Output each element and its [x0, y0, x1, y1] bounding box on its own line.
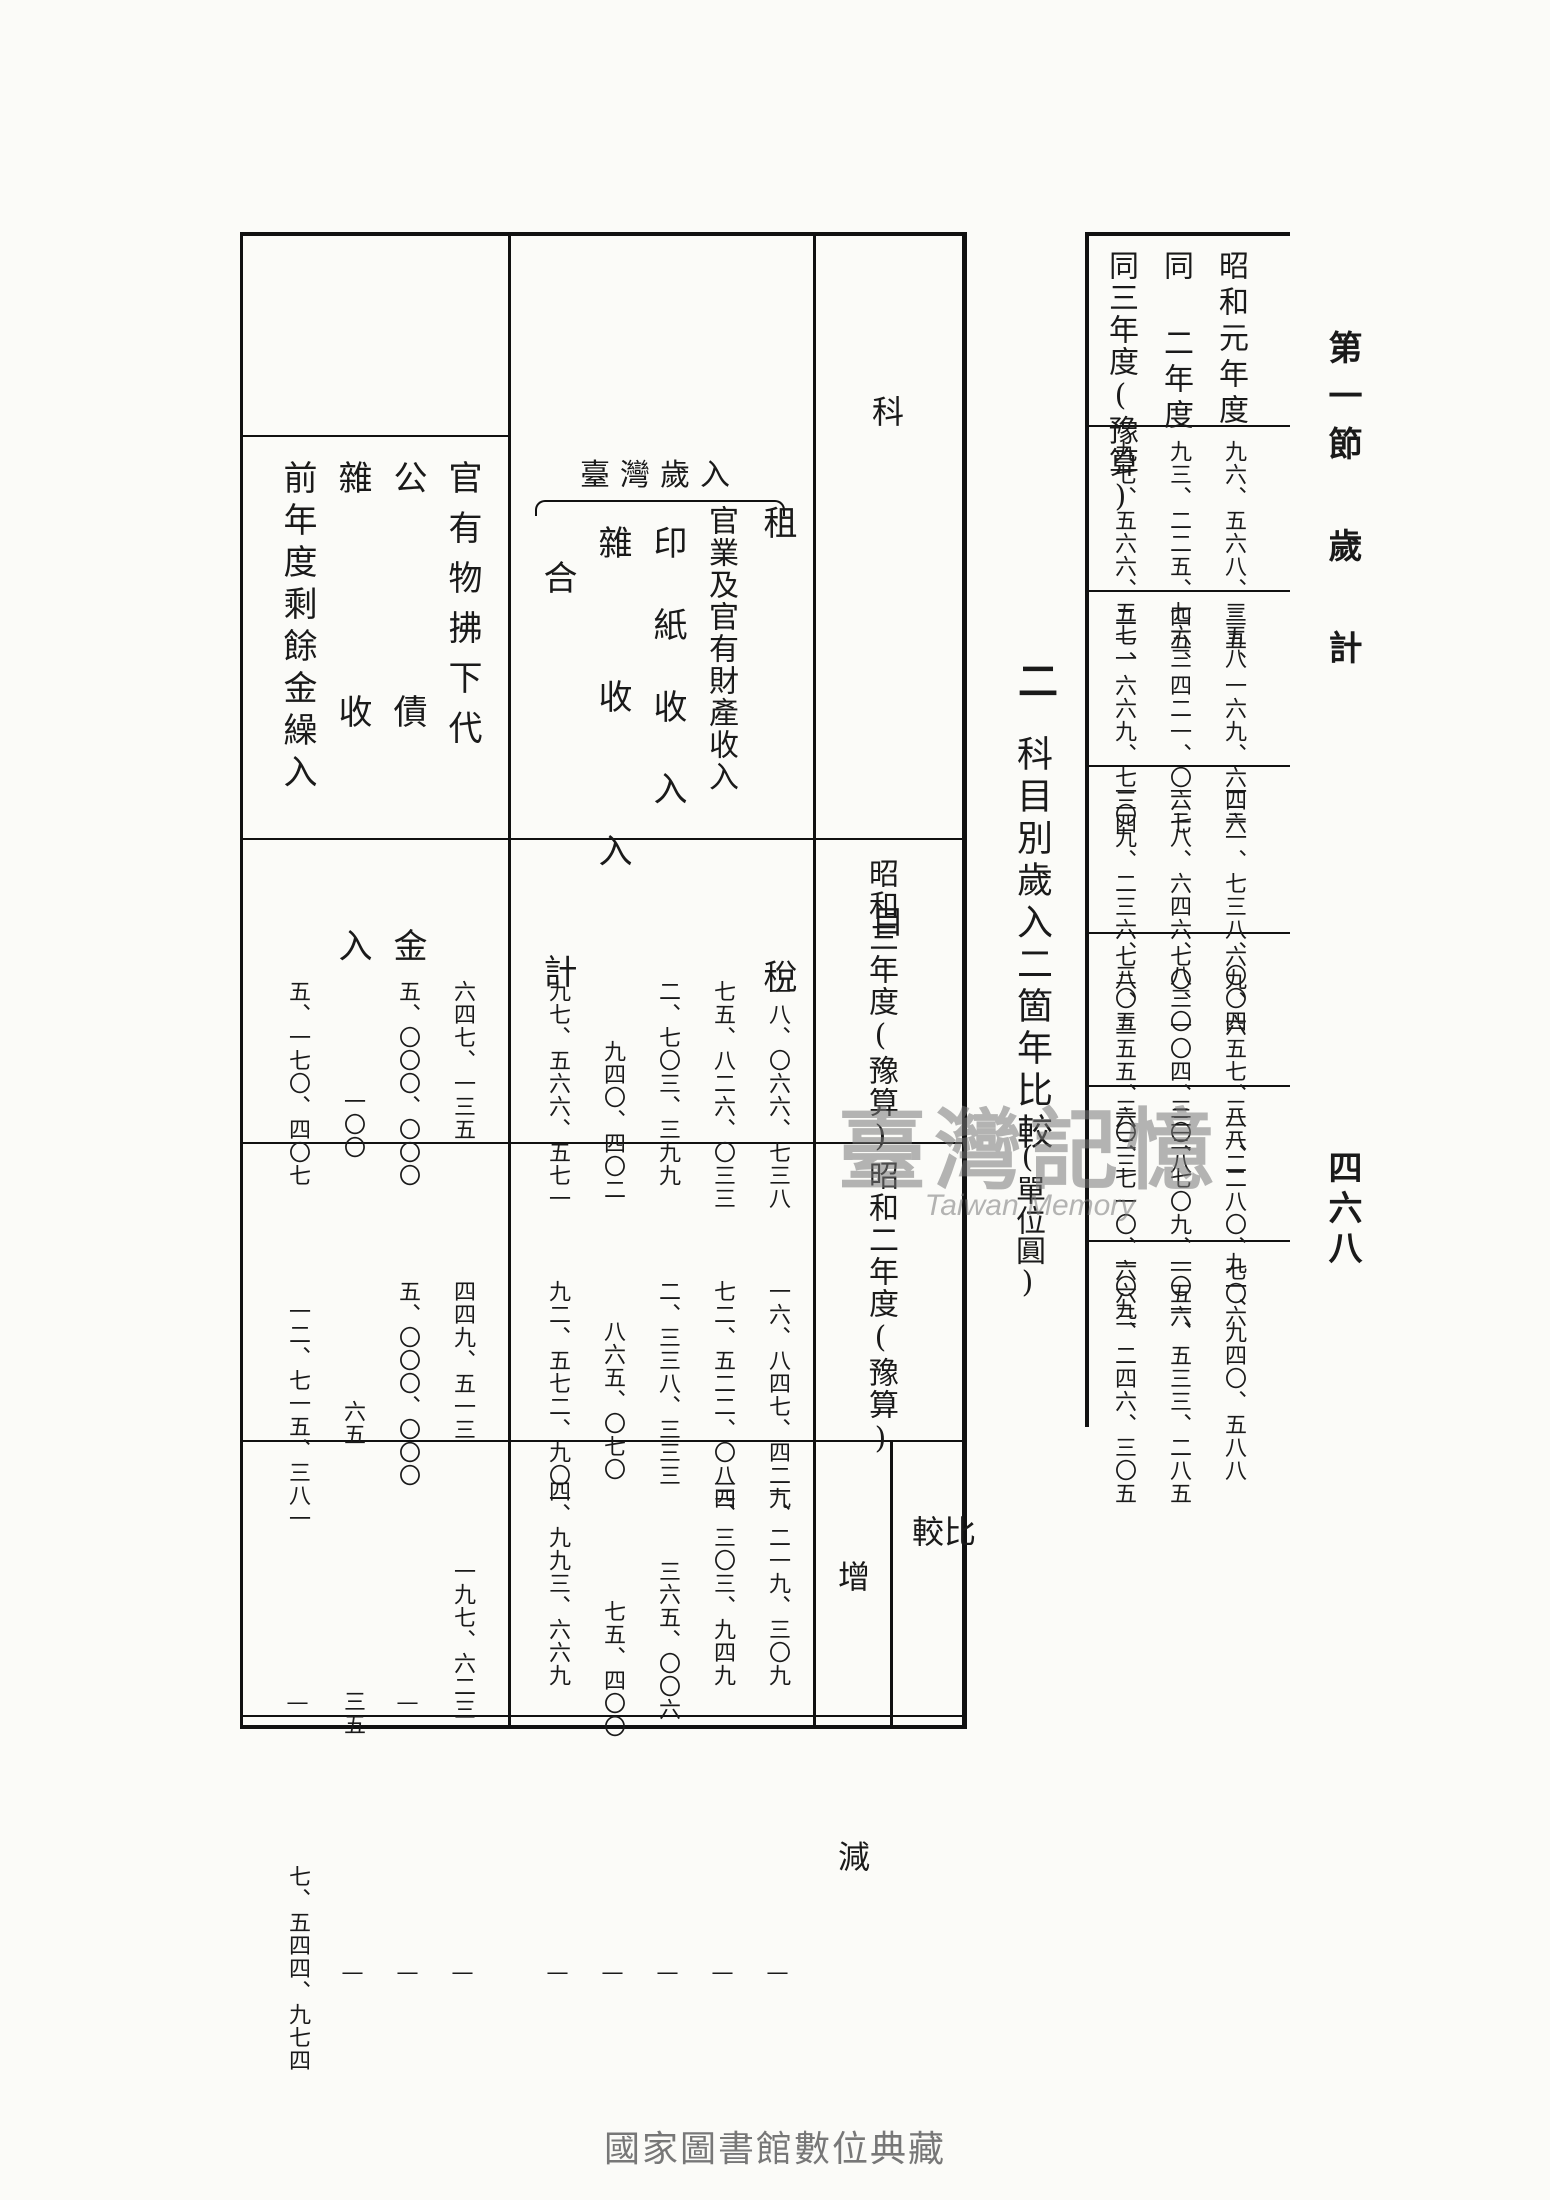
- group-label-text: 臺灣歲入: [580, 458, 740, 493]
- top-cell: 三五、一六九、六四六: [1221, 605, 1246, 835]
- watermark: 臺灣記憶 Taiwan Memory: [790, 1080, 1270, 1223]
- value-decrease: 七、五四四、九七四: [285, 1865, 310, 2072]
- top-cell: 九七、五六六、五七一: [1111, 440, 1136, 670]
- top-cell: 九六、五六八、三五八: [1221, 440, 1246, 670]
- value-showa2: 四四九、五一三: [450, 1280, 475, 1441]
- value-increase: —: [395, 1690, 420, 1716]
- value-decrease: —: [340, 1960, 365, 1986]
- section-title: 第一節 歲 計: [1322, 330, 1362, 678]
- table-unit: (單位圓): [1010, 1140, 1045, 1300]
- group-brace: [535, 500, 785, 516]
- value-increase: 七五、四〇〇: [600, 1600, 625, 1738]
- top-cell: 三三、二八〇、七〇六: [1221, 1098, 1246, 1328]
- value-showa3: 一〇〇: [340, 1090, 365, 1159]
- top-cell: 一三八、六四六、八三〇: [1166, 780, 1191, 1033]
- value-showa2: 九二、五七二、九〇一: [545, 1280, 570, 1510]
- value-decrease: —: [655, 1960, 680, 1986]
- value-showa2: 八六五、〇七〇: [600, 1320, 625, 1481]
- value-decrease: —: [765, 1960, 790, 1986]
- row-label: 公 債 金: [387, 460, 427, 1042]
- header-showa2: 昭和二年度(豫算): [863, 1160, 898, 1458]
- value-increase: 一、二一九、三〇九: [765, 1480, 790, 1687]
- value-decrease: —: [600, 1960, 625, 1986]
- top-cell: 一〇九、二三六、三〇五: [1111, 780, 1136, 1033]
- value-decrease: —: [545, 1960, 570, 1986]
- top-cell: 七八、三五五、六三三: [1111, 945, 1136, 1175]
- value-showa2: 二、三三八、三三三: [655, 1280, 680, 1487]
- value-increase: 三、三〇三、九四九: [710, 1480, 735, 1687]
- value-increase: 三五: [340, 1690, 365, 1736]
- table-title: 科目別歲入二箇年比較: [1011, 735, 1052, 1155]
- table-title-number: 二: [1011, 660, 1058, 700]
- value-showa2: 一六、八四七、四二九: [765, 1280, 790, 1510]
- value-showa2: 一二、七一五、三八一: [285, 1300, 310, 1530]
- value-increase: 一九七、六二三: [450, 1560, 475, 1721]
- top-cell: 九一、九四〇、五八八: [1221, 1252, 1246, 1482]
- top-cell: 二一、六六九、七三四: [1111, 605, 1136, 835]
- value-decrease: —: [710, 1960, 735, 1986]
- top-cell: 四五、四二一、〇六七: [1166, 605, 1191, 835]
- header-subject: 科 目: [867, 395, 905, 1157]
- top-cell: 一〇九、二四六、三〇五: [1111, 1252, 1136, 1505]
- header-compare: 比 較: [907, 1515, 977, 1937]
- value-decrease: —: [450, 1960, 475, 1986]
- value-showa3: 六四七、一三五: [450, 980, 475, 1141]
- top-cell: 一三一、七三八、〇〇四: [1221, 780, 1246, 1033]
- value-increase: 四、九九三、六六九: [545, 1480, 570, 1687]
- top-cell: 九三、二二五、七六三: [1166, 440, 1191, 670]
- row-label: 官業及官有財產收入: [703, 505, 738, 793]
- value-showa2: 七二、五二二、〇八四: [710, 1280, 735, 1510]
- value-showa3: 五、〇〇〇、〇〇〇: [395, 980, 420, 1187]
- value-increase: —: [285, 1690, 310, 1716]
- row-label: 雜 收 入: [332, 460, 372, 1042]
- value-showa2: 五、〇〇〇、〇〇〇: [395, 1280, 420, 1487]
- row-label: 雜 收 入: [592, 525, 632, 907]
- page-number: 四六八: [1322, 1150, 1362, 1270]
- value-increase: 三六五、〇〇六: [655, 1560, 680, 1721]
- row-label: 印 紙 收 入: [647, 525, 687, 809]
- top-row-label: 同三年度(豫算): [1103, 250, 1138, 516]
- watermark-chinese: 臺灣記憶: [837, 1098, 1222, 1202]
- top-cell: 三〇、七〇九、一五六: [1166, 1098, 1191, 1328]
- row-label: 合 計: [537, 560, 577, 1148]
- group-label: 臺灣歲入: [535, 450, 785, 516]
- top-cell: 三〇、七一〇、六六三: [1111, 1098, 1136, 1328]
- value-showa2: 六五: [340, 1400, 365, 1446]
- top-row-label: 昭和元年度: [1213, 250, 1248, 430]
- value-showa3: 九七、五六六、五七一: [545, 980, 570, 1210]
- value-showa3: 五、一七〇、四〇七: [285, 980, 310, 1187]
- header-increase: 增: [833, 1560, 871, 1598]
- header-showa3: 昭和三年度(豫算): [863, 858, 898, 1156]
- footer-archive-label: 國家圖書館數位典藏: [603, 2129, 946, 2170]
- value-showa3: 七五、八二六、〇三三: [710, 980, 735, 1210]
- watermark-english: Taiwan Memory: [924, 1189, 1136, 1222]
- value-decrease: —: [395, 1960, 420, 1986]
- row-label: 租 稅: [757, 505, 797, 1183]
- top-cell: 七〇、一〇四、三三八: [1166, 945, 1191, 1175]
- value-showa3: 九四〇、四〇二: [600, 1040, 625, 1201]
- row-label: 前年度剩餘金繰入: [277, 460, 317, 796]
- top-row-label: 同 二年度: [1158, 250, 1193, 435]
- row-label: 官有物拂下代: [442, 460, 482, 760]
- value-showa3: 一八、〇六六、七三八: [765, 980, 790, 1210]
- top-cell: 一〇一、五三三、二八五: [1166, 1252, 1191, 1505]
- header-decrease: 減: [833, 1840, 871, 1878]
- value-showa3: 二、七〇三、三九九: [655, 980, 680, 1187]
- top-cell: 六九、六五七、八八二: [1221, 945, 1246, 1175]
